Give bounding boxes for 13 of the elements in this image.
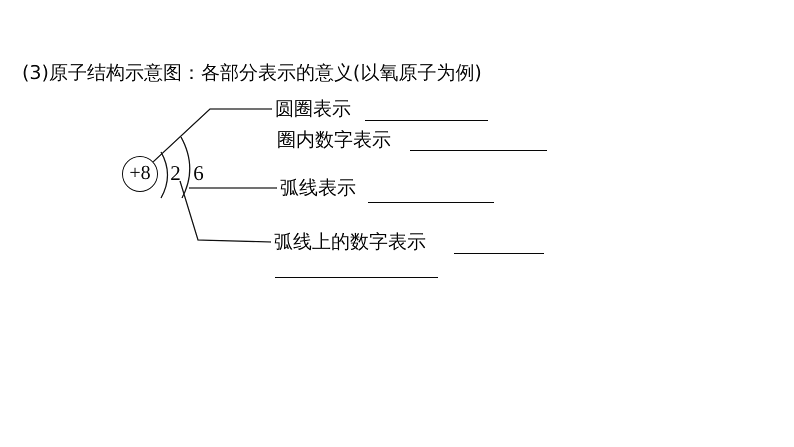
electron-count: 2	[169, 161, 182, 185]
prompt-text: 弧线表示	[280, 177, 356, 199]
leader-line	[189, 187, 277, 189]
electron-count: 6	[192, 161, 205, 185]
prompt-text: 圆圈表示	[275, 98, 351, 120]
nucleus-circle: +8	[122, 156, 158, 192]
electron-shell-arc	[180, 135, 192, 200]
prompt-text: 弧线上的数字表示	[274, 231, 426, 253]
prompt-text: 圈内数字表示	[277, 129, 391, 151]
leader-line	[179, 180, 272, 243]
heading: (3)原子结构示意图：各部分表示的意义(以氧原子为例)	[22, 62, 482, 84]
leader-line	[152, 108, 272, 162]
electron-shell-arc	[160, 150, 170, 200]
